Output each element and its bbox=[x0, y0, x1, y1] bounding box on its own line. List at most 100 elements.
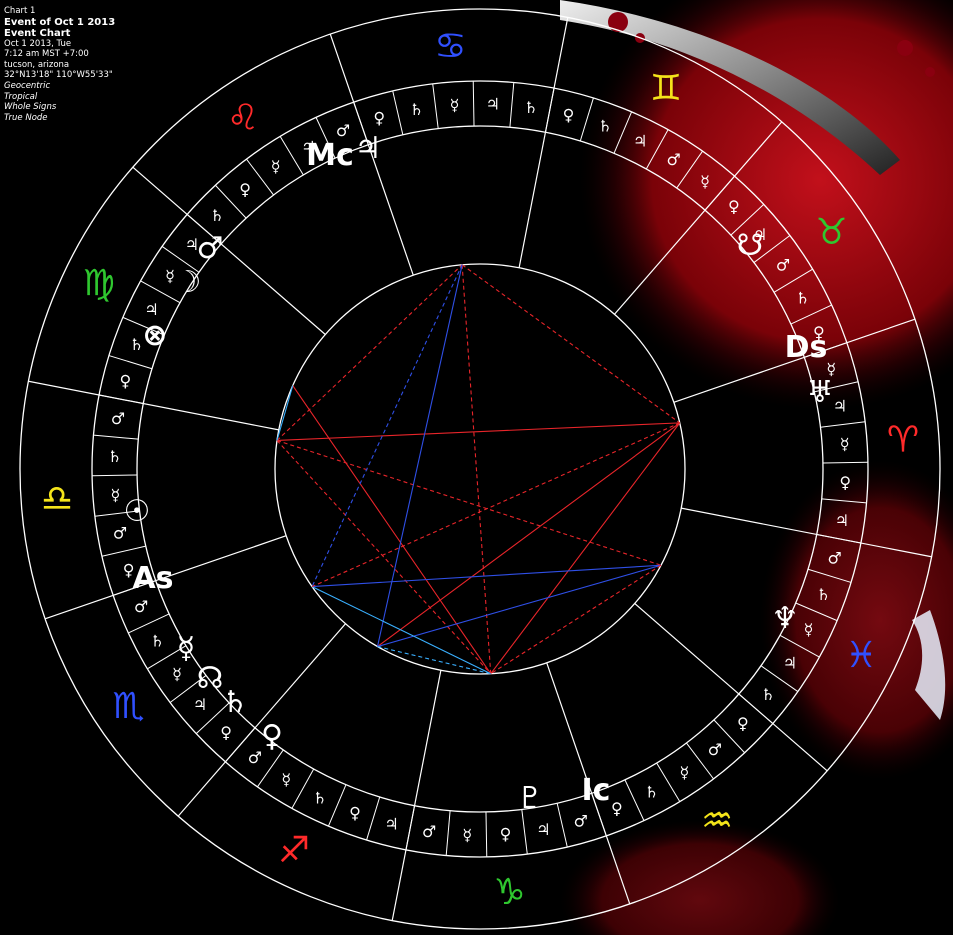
decan-ruler-glyph: ♄ bbox=[816, 585, 830, 604]
decan-ruler-glyph: ♀ bbox=[563, 105, 575, 124]
decan-ruler-glyph: ♀ bbox=[728, 197, 740, 216]
decan-tick bbox=[161, 246, 200, 273]
sign-capricorn-glyph: ♑ bbox=[493, 872, 525, 913]
decan-tick bbox=[795, 602, 838, 622]
decan-tick bbox=[392, 90, 404, 135]
decan-ruler-glyph: ♃ bbox=[185, 235, 199, 254]
decan-tick bbox=[112, 580, 156, 596]
decan-tick bbox=[807, 568, 852, 583]
sun-glyph: ☉ bbox=[124, 494, 151, 529]
decan-ruler-glyph: ♀ bbox=[220, 723, 232, 742]
ring-1 bbox=[91, 80, 869, 858]
chart-title: Event of Oct 1 2013 bbox=[4, 16, 116, 28]
decan-tick bbox=[122, 316, 165, 336]
decan-ruler-glyph: ♄ bbox=[598, 117, 612, 136]
decan-tick bbox=[432, 83, 439, 129]
decan-ruler-glyph: ♀ bbox=[123, 561, 135, 580]
aspect-line bbox=[292, 385, 492, 675]
decan-ruler-glyph: ☿ bbox=[450, 95, 460, 114]
decan-ruler-glyph: ♄ bbox=[761, 685, 775, 704]
decan-tick bbox=[686, 742, 714, 780]
aspect-line bbox=[461, 264, 681, 424]
decan-ruler-glyph: ☿ bbox=[110, 485, 120, 504]
decan-tick bbox=[730, 204, 765, 236]
decan-ruler-glyph: ♂ bbox=[827, 548, 841, 567]
decan-ruler-glyph: ♂ bbox=[422, 822, 436, 841]
decan-ruler-glyph: ♃ bbox=[835, 511, 849, 530]
decan-ruler-glyph: ☿ bbox=[271, 157, 281, 176]
decan-tick bbox=[804, 342, 848, 358]
decan-tick bbox=[92, 474, 138, 477]
zodiac-type: Tropical bbox=[4, 91, 38, 102]
decan-tick bbox=[353, 101, 369, 145]
aspect-line bbox=[311, 586, 491, 675]
red-glow bbox=[580, 0, 953, 410]
moon-glyph: ☽ bbox=[175, 265, 202, 300]
decan-ruler-glyph: ♄ bbox=[210, 206, 224, 225]
blade-shape bbox=[560, 0, 900, 175]
decan-ruler-glyph: ☿ bbox=[281, 770, 291, 789]
sign-sagittarius-glyph: ♐ bbox=[278, 830, 310, 871]
sign-cancer-glyph: ♋ bbox=[434, 26, 466, 67]
node-glyph: ☊ bbox=[197, 661, 224, 696]
decan-tick bbox=[760, 665, 799, 692]
decan-tick bbox=[676, 150, 703, 189]
decan-tick bbox=[405, 805, 416, 850]
decan-tick bbox=[140, 280, 181, 304]
decan-tick bbox=[186, 214, 222, 245]
decan-tick bbox=[713, 719, 745, 754]
decan-ruler-glyph: ☿ bbox=[826, 359, 836, 378]
decan-ruler-glyph: ☿ bbox=[804, 620, 814, 639]
mercury-glyph: ☿ bbox=[177, 631, 195, 666]
decan-ruler-glyph: ♀ bbox=[839, 473, 851, 492]
house-cusp-line bbox=[132, 166, 326, 335]
decan-tick bbox=[93, 434, 139, 440]
chart-number: Chart 1 bbox=[4, 6, 36, 16]
aspect-lines bbox=[276, 264, 681, 675]
chart-time: 7:12 am MST +7:00 bbox=[4, 49, 89, 60]
decan-tick bbox=[556, 803, 568, 848]
decan-ruler-glyph: ♄ bbox=[150, 632, 164, 651]
descendant-glyph: Ds bbox=[785, 330, 828, 365]
decan-ruler-glyph: ♄ bbox=[129, 335, 143, 354]
decan-tick bbox=[822, 461, 868, 464]
sign-virgo-glyph: ♍ bbox=[83, 263, 115, 304]
decan-tick bbox=[485, 811, 488, 857]
decan-tick bbox=[738, 693, 774, 724]
decan-ruler-glyph: ♄ bbox=[409, 100, 423, 119]
decan-tick bbox=[624, 779, 645, 821]
house-cusp-line bbox=[673, 318, 916, 403]
aspect-line bbox=[312, 564, 662, 588]
decan-tick bbox=[315, 117, 336, 159]
decan-tick bbox=[169, 675, 207, 703]
chart-coordinates: 32°N13'18" 110°W55'33" bbox=[4, 70, 113, 81]
aspect-line bbox=[276, 264, 463, 441]
decan-ruler-glyph: ♃ bbox=[486, 95, 500, 114]
decan-ruler-glyph: ♀ bbox=[611, 799, 623, 818]
decan-tick bbox=[579, 97, 594, 142]
decan-ruler-glyph: ♀ bbox=[119, 372, 131, 391]
sign-pisces-glyph: ♓ bbox=[845, 635, 877, 676]
aspect-line bbox=[377, 422, 681, 647]
sign-ring: ♋♊♉♈♓♒♑♐♏♎♍♌ bbox=[41, 26, 919, 913]
sign-taurus-glyph: ♉ bbox=[815, 212, 847, 253]
decan-ring: ♀♂☿♄♂♀♄♃☿♃♄♀☿♃♂♀♄☿♃♄♀♄♃♂☿♀♃♂♄♀☿♃☿♀♃♂♄☿♃♄… bbox=[92, 81, 868, 857]
decan-tick bbox=[779, 634, 820, 658]
ring-0 bbox=[19, 8, 941, 930]
decan-ruler-glyph: ♂ bbox=[134, 597, 148, 616]
chart-place: tucson, arizona bbox=[4, 59, 70, 70]
mc-glyph: Mc bbox=[306, 138, 354, 173]
uranus-glyph: ♅ bbox=[807, 375, 834, 410]
decan-tick bbox=[790, 304, 832, 325]
aspect-line bbox=[276, 439, 662, 566]
decan-ruler-glyph: ♄ bbox=[644, 783, 658, 802]
house-cusp-line bbox=[44, 535, 287, 620]
decan-ruler-glyph: ♃ bbox=[753, 225, 767, 244]
decan-ruler-glyph: ☿ bbox=[172, 664, 182, 683]
decan-tick bbox=[613, 111, 633, 154]
house-cusp-line bbox=[28, 380, 279, 431]
decan-ruler-glyph: ♂ bbox=[708, 740, 722, 759]
sign-scorpio-glyph: ♏ bbox=[112, 686, 144, 727]
decan-ruler-glyph: ♂ bbox=[667, 150, 681, 169]
